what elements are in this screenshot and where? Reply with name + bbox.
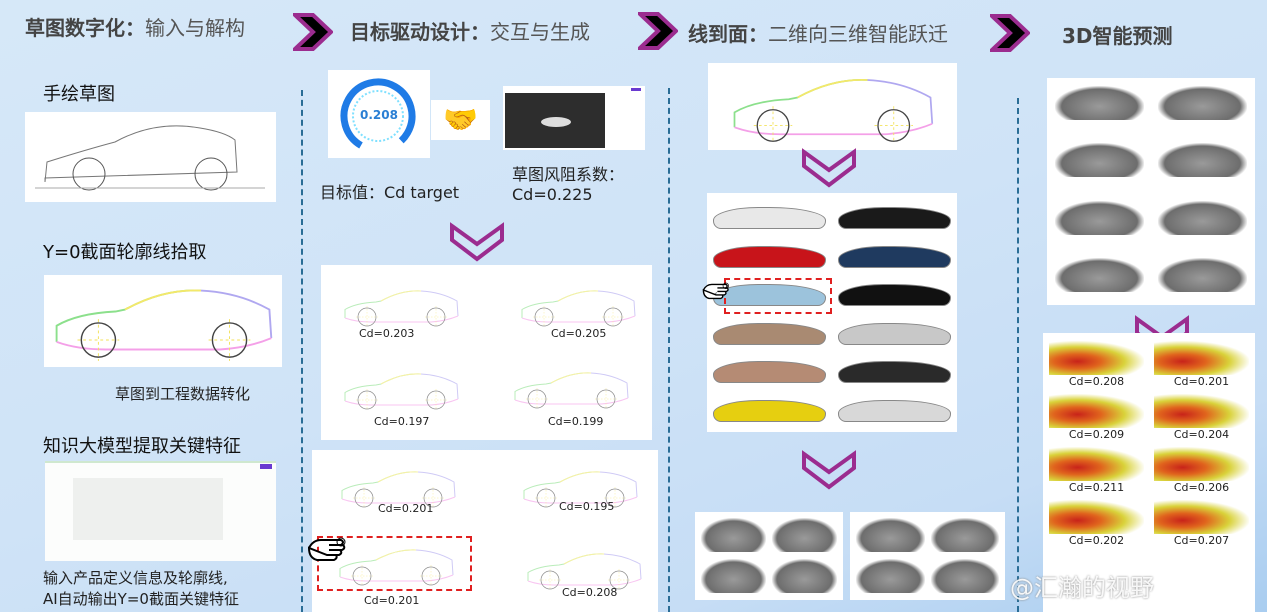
cfd-pressure-map bbox=[1154, 447, 1249, 481]
car-photo[interactable] bbox=[838, 399, 951, 422]
car-photo[interactable] bbox=[838, 207, 951, 229]
cfd-cd-value: Cd=0.204 bbox=[1173, 428, 1230, 441]
design-card-cd[interactable]: Cd=0.201 bbox=[378, 502, 434, 515]
cfd-pressure-map bbox=[1049, 341, 1144, 375]
design-card-cd[interactable]: Cd=0.195 bbox=[559, 500, 615, 513]
3d-model-grid bbox=[1047, 78, 1255, 305]
cd-gauge: 0.208 bbox=[328, 70, 430, 158]
cfd-pressure-map bbox=[1049, 447, 1144, 481]
cfd-result: Cd=0.204 bbox=[1154, 394, 1249, 441]
cfd-pressure-map bbox=[1154, 500, 1249, 534]
chevron-right-icon bbox=[990, 14, 1030, 52]
profile-label: Y=0截面轮廓线拾取 bbox=[43, 242, 207, 263]
target-label: 目标值：Cd target bbox=[320, 183, 460, 202]
step2-title: 目标驱动设计：交互与生成 bbox=[350, 20, 590, 44]
chevron-down-icon bbox=[800, 450, 858, 490]
watermark: @汇瀚的视野 bbox=[1010, 574, 1154, 602]
3d-mesh-set-b bbox=[850, 512, 1005, 600]
column-divider bbox=[668, 88, 670, 612]
sketch-label: 手绘草图 bbox=[43, 84, 115, 105]
cfd-cd-value: Cd=0.209 bbox=[1068, 428, 1125, 441]
cfd-cd-value: Cd=0.207 bbox=[1173, 534, 1230, 547]
cfd-pressure-map bbox=[1049, 500, 1144, 534]
profile-image bbox=[44, 275, 282, 367]
design-card-cd[interactable]: Cd=0.203 bbox=[359, 327, 415, 340]
cfd-cd-value: Cd=0.206 bbox=[1173, 481, 1230, 494]
chevron-right-icon bbox=[638, 12, 678, 50]
cfd-pressure-map bbox=[1154, 341, 1249, 375]
car-photo-grid bbox=[707, 193, 957, 432]
column-divider bbox=[1017, 98, 1019, 612]
step4-title: 3D智能预测 bbox=[1062, 24, 1173, 48]
design-card-cd[interactable]: Cd=0.197 bbox=[374, 415, 430, 428]
car-photo[interactable] bbox=[838, 361, 951, 383]
cfd-result: Cd=0.208 bbox=[1049, 341, 1144, 388]
pointing-hand-icon bbox=[307, 534, 347, 562]
design-card-cd[interactable]: Cd=0.199 bbox=[548, 415, 604, 428]
chevron-down-icon bbox=[800, 148, 858, 188]
cfd-result: Cd=0.202 bbox=[1049, 500, 1144, 547]
cfd-pressure-map bbox=[1154, 394, 1249, 428]
cfd-cd-value: Cd=0.201 bbox=[1173, 375, 1230, 388]
car-photo[interactable] bbox=[838, 284, 951, 306]
selected-photo-highlight[interactable] bbox=[724, 278, 832, 314]
sketch-cd-value: Cd=0.225 bbox=[512, 185, 593, 204]
hand-sketch-image bbox=[25, 112, 276, 202]
cfd-result: Cd=0.207 bbox=[1154, 500, 1249, 547]
cfd-result: Cd=0.209 bbox=[1049, 394, 1144, 441]
chevron-right-icon bbox=[293, 13, 333, 51]
cfd-result: Cd=0.201 bbox=[1154, 341, 1249, 388]
step3-title: 线到面：二维向三维智能跃迁 bbox=[688, 22, 948, 46]
llm-caption-2: AI自动输出Y=0截面关键特征 bbox=[43, 590, 239, 608]
gauge-value: 0.208 bbox=[360, 108, 398, 122]
car-photo[interactable] bbox=[713, 207, 826, 229]
car-photo[interactable] bbox=[713, 361, 826, 383]
design-card-cd[interactable]: Cd=0.205 bbox=[551, 327, 607, 340]
handshake-icon: 🤝 bbox=[431, 100, 490, 140]
car-photo[interactable] bbox=[713, 399, 826, 422]
llm-label: 知识大模型提取关键特征 bbox=[43, 436, 241, 457]
car-photo[interactable] bbox=[838, 322, 951, 345]
generated-designs-panel-a: Cd=0.203 Cd=0.205 Cd=0.197 Cd=0.199 bbox=[321, 265, 652, 440]
selected-design-highlight[interactable] bbox=[317, 536, 472, 591]
cfd-cd-value: Cd=0.202 bbox=[1068, 534, 1125, 547]
generated-designs-panel-b: Cd=0.201 Cd=0.195 Cd=0.201 Cd=0.208 bbox=[312, 450, 658, 612]
sketch-cd-label: 草图风阻系数： bbox=[512, 165, 625, 184]
car-photo[interactable] bbox=[713, 322, 826, 345]
design-card-cd[interactable]: Cd=0.201 bbox=[364, 594, 420, 607]
llm-app-screenshot bbox=[45, 461, 276, 561]
profile-caption: 草图到工程数据转化 bbox=[115, 385, 251, 403]
column-divider bbox=[301, 90, 303, 612]
chevron-down-icon bbox=[448, 222, 506, 262]
cfd-cd-value: Cd=0.211 bbox=[1068, 481, 1125, 494]
cfd-result: Cd=0.211 bbox=[1049, 447, 1144, 494]
cfd-pressure-map bbox=[1049, 394, 1144, 428]
3d-mesh-set-a bbox=[695, 512, 843, 600]
step1-title: 草图数字化：输入与解构 bbox=[25, 16, 245, 40]
cfd-result: Cd=0.206 bbox=[1154, 447, 1249, 494]
car-photo[interactable] bbox=[713, 245, 826, 268]
design-card-cd[interactable]: Cd=0.208 bbox=[562, 586, 618, 599]
selected-profile-image bbox=[708, 63, 957, 150]
llm-caption-1: 输入产品定义信息及轮廓线, bbox=[43, 569, 228, 587]
cfd-cd-value: Cd=0.208 bbox=[1068, 375, 1125, 388]
cd-app-screenshot bbox=[503, 86, 645, 150]
car-photo[interactable] bbox=[838, 245, 951, 268]
pointing-hand-icon bbox=[702, 280, 730, 300]
